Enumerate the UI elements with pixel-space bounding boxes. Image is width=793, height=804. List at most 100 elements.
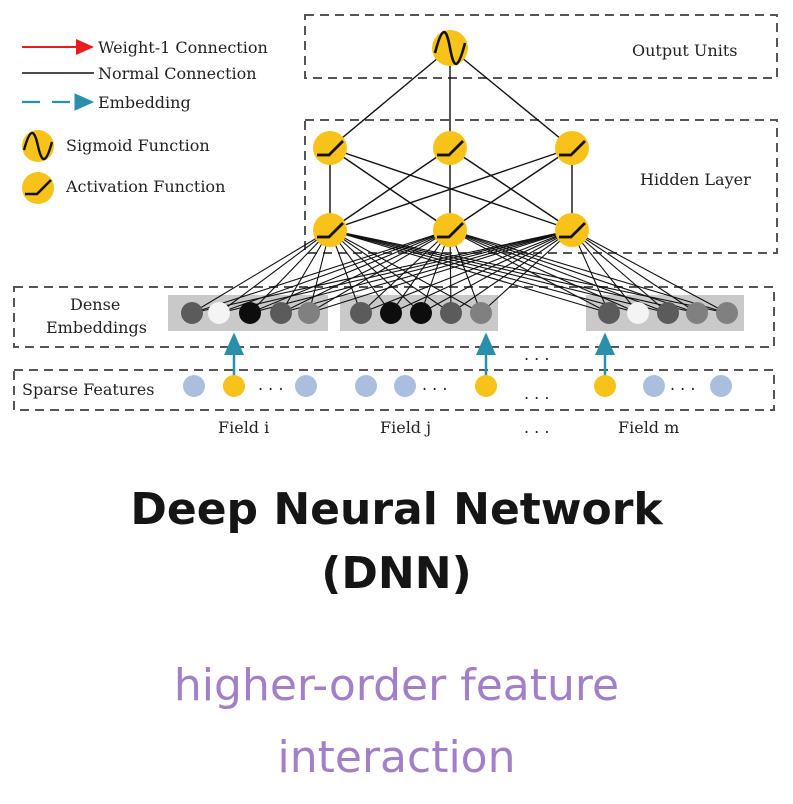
legend-sigmoid-label: Sigmoid Function bbox=[66, 136, 210, 155]
connection-h2-1-dense-0 bbox=[191, 229, 451, 314]
sparse-feature-active bbox=[594, 375, 616, 397]
dense-embedding-node bbox=[181, 302, 203, 324]
dense-embedding-node bbox=[410, 302, 432, 324]
connection-h2-1-dense-11 bbox=[449, 229, 639, 314]
dense-embedding-node bbox=[627, 302, 649, 324]
connection-h2-0-dense-12 bbox=[329, 229, 669, 314]
dense-embedding-node bbox=[470, 302, 492, 324]
sparse-features-label: Sparse Features bbox=[22, 380, 154, 399]
connection-h1-2-h2-1 bbox=[449, 147, 573, 231]
connection-h2-2-dense-3 bbox=[280, 229, 573, 314]
field-m-label: Field m bbox=[618, 418, 679, 437]
connection-h2-2-dense-6 bbox=[390, 229, 573, 314]
connection-h2-2-dense-5 bbox=[360, 229, 573, 314]
sparse-feature-inactive bbox=[394, 375, 416, 397]
output-units-label: Output Units bbox=[632, 41, 737, 60]
connection-h2-2-dense-1 bbox=[218, 229, 573, 314]
dense-embeddings-box bbox=[13, 286, 775, 348]
connection-h2-2-dense-11 bbox=[571, 229, 639, 314]
dense-label-line1: Dense bbox=[70, 295, 120, 314]
sparse-feature-inactive bbox=[183, 375, 205, 397]
dense-embedding-node bbox=[716, 302, 738, 324]
output-units-box bbox=[304, 14, 778, 79]
legend-sigmoid-icon bbox=[22, 130, 54, 162]
hidden-activation-node bbox=[433, 213, 467, 247]
connection-h2-1-dense-12 bbox=[449, 229, 669, 314]
connection-output-h1-2 bbox=[449, 47, 573, 149]
connection-h2-0-dense-1 bbox=[218, 229, 331, 314]
sparse-feature-active bbox=[223, 375, 245, 397]
connection-h2-1-dense-5 bbox=[360, 229, 451, 314]
connection-h2-0-dense-0 bbox=[191, 229, 331, 314]
connection-h2-0-dense-13 bbox=[329, 229, 698, 314]
subtitle-line-1: higher-order feature bbox=[173, 660, 620, 711]
hidden-activation-node bbox=[555, 131, 589, 165]
ellipsis-fields: . . . bbox=[524, 418, 549, 437]
legend-activation-icon bbox=[22, 172, 54, 204]
dense-embedding-node bbox=[298, 302, 320, 324]
ellipsis-sparse-mid: . . . bbox=[524, 384, 549, 403]
page-subtitle: higher-order feature interaction bbox=[0, 650, 793, 794]
ellipsis-sparse-m: . . . bbox=[670, 375, 695, 394]
connection-h2-2-dense-13 bbox=[571, 229, 698, 314]
connection-h2-2-dense-2 bbox=[249, 229, 573, 314]
field-j-label: Field j bbox=[380, 418, 431, 437]
subtitle-line-2: interaction bbox=[277, 732, 516, 783]
page-title: Deep Neural Network (DNN) bbox=[0, 478, 793, 606]
connection-h2-1-dense-13 bbox=[449, 229, 698, 314]
connection-h2-0-dense-8 bbox=[329, 229, 452, 314]
dense-embedding-node bbox=[270, 302, 292, 324]
connection-h2-1-dense-10 bbox=[449, 229, 610, 314]
connection-h2-2-dense-9 bbox=[480, 229, 573, 314]
dense-embedding-node bbox=[440, 302, 462, 324]
sparse-feature-nodes bbox=[183, 375, 732, 397]
hidden-layer-label: Hidden Layer bbox=[640, 170, 751, 189]
ellipsis-sparse-i: . . . bbox=[258, 375, 283, 394]
field-i-label: Field i bbox=[218, 418, 269, 437]
output-sigmoid-node bbox=[432, 30, 468, 66]
dense-embedding-node bbox=[208, 302, 230, 324]
connection-h1-2-h2-0 bbox=[329, 147, 573, 231]
legend: Weight-1 Connection Normal Connection Em… bbox=[22, 38, 268, 204]
neuron-nodes bbox=[313, 30, 589, 247]
sparse-feature-inactive bbox=[295, 375, 317, 397]
dense-embedding-node bbox=[239, 302, 261, 324]
dnn-architecture-diagram: Weight-1 Connection Normal Connection Em… bbox=[13, 14, 778, 437]
connection-h2-2-dense-7 bbox=[420, 229, 573, 314]
sparse-feature-inactive bbox=[355, 375, 377, 397]
connection-h2-1-dense-14 bbox=[449, 229, 728, 314]
legend-activation-label: Activation Function bbox=[65, 177, 225, 196]
ellipsis-sparse-j: . . . bbox=[422, 375, 447, 394]
dense-label-line2: Embeddings bbox=[46, 318, 147, 337]
dense-embedding-node bbox=[350, 302, 372, 324]
connection-h2-0-dense-11 bbox=[329, 229, 639, 314]
dense-embedding-node bbox=[657, 302, 679, 324]
dense-embedding-nodes bbox=[181, 302, 738, 324]
connection-h2-2-dense-0 bbox=[191, 229, 573, 314]
connection-h1-1-h2-0 bbox=[329, 147, 451, 231]
sparse-feature-active bbox=[475, 375, 497, 397]
sparse-features-box bbox=[13, 369, 775, 411]
dense-embedding-node bbox=[686, 302, 708, 324]
connection-h2-2-dense-12 bbox=[571, 229, 669, 314]
legend-embedding-label: Embedding bbox=[98, 93, 191, 112]
legend-weight-label: Weight-1 Connection bbox=[98, 38, 268, 57]
connection-h2-2-dense-8 bbox=[450, 229, 573, 314]
dense-embedding-node bbox=[380, 302, 402, 324]
connection-h2-1-dense-2 bbox=[249, 229, 451, 314]
connection-h2-0-dense-10 bbox=[329, 229, 610, 314]
ellipsis-dense: . . . bbox=[524, 345, 549, 364]
sparse-feature-inactive bbox=[643, 375, 665, 397]
hidden-activation-node bbox=[313, 213, 347, 247]
title-line-1: Deep Neural Network bbox=[130, 484, 663, 535]
legend-normal-label: Normal Connection bbox=[98, 64, 257, 83]
connection-h2-0-dense-6 bbox=[329, 229, 392, 314]
title-line-2: (DNN) bbox=[321, 548, 472, 599]
sparse-feature-inactive bbox=[710, 375, 732, 397]
hidden-activation-node bbox=[555, 213, 589, 247]
hidden-activation-node bbox=[313, 131, 347, 165]
hidden-layer-box bbox=[304, 119, 778, 254]
connection-h2-0-dense-7 bbox=[329, 229, 422, 314]
connection-output-h1-0 bbox=[329, 47, 451, 149]
connection-h2-2-dense-14 bbox=[571, 229, 728, 314]
